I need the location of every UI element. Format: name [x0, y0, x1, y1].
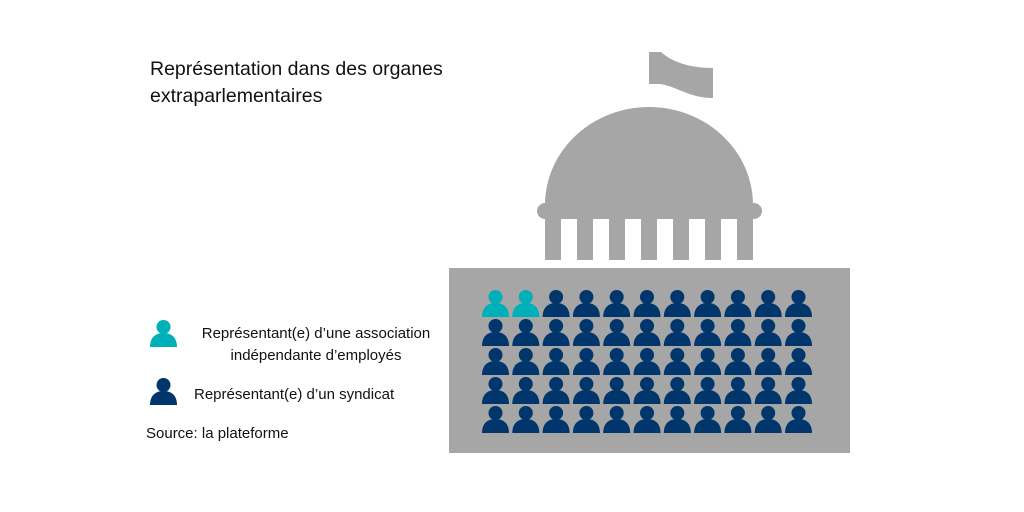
person-icon-syndicat — [482, 319, 509, 346]
person-icon-syndicat — [572, 319, 600, 346]
legend-label-syndicat: Représentant(e) d’un syndicat — [194, 386, 395, 403]
columns — [545, 219, 753, 260]
person-icon-syndicat — [754, 406, 782, 433]
person-icon-syndicat — [724, 377, 752, 404]
legend-label-line: Représentant(e) d’une association — [201, 325, 431, 342]
person-icon-syndicat — [754, 348, 782, 375]
legend-person-icon-syndicat — [150, 378, 177, 405]
person-icon-syndicat — [633, 406, 661, 433]
person-icon-syndicat — [633, 319, 661, 346]
person-icon-association — [482, 290, 509, 317]
person-icon-syndicat — [785, 319, 812, 346]
source-note: Source: la plateforme — [146, 425, 289, 442]
column — [545, 219, 561, 260]
person-icon-syndicat — [724, 319, 752, 346]
person-icon-syndicat — [603, 406, 631, 433]
legend-label-association: Représentant(e) d’une association indépe… — [190, 323, 442, 367]
person-icon-syndicat — [754, 290, 782, 317]
person-icon-syndicat — [633, 377, 661, 404]
person-icon-syndicat — [694, 377, 722, 404]
person-icon-syndicat — [512, 348, 540, 375]
person-icon-syndicat — [603, 319, 631, 346]
column — [673, 219, 689, 260]
person-icon-syndicat — [724, 406, 752, 433]
person-icon-syndicat — [694, 319, 722, 346]
chart-title: Représentation dans des organes extrapar… — [150, 58, 443, 107]
person-icon-syndicat — [512, 377, 540, 404]
person-icon-syndicat — [542, 377, 570, 404]
person-icon-syndicat — [633, 348, 661, 375]
column — [705, 219, 721, 260]
person-icon-syndicat — [482, 406, 509, 433]
column — [641, 219, 657, 260]
person-icon-syndicat — [694, 406, 722, 433]
person-icon-syndicat — [482, 377, 509, 404]
column — [609, 219, 625, 260]
person-icon-syndicat — [572, 377, 600, 404]
person-icon-syndicat — [785, 377, 812, 404]
person-icon-syndicat — [663, 290, 691, 317]
pictogram-grid — [482, 290, 812, 433]
person-icon-syndicat — [603, 348, 631, 375]
person-icon-syndicat — [754, 319, 782, 346]
person-icon-syndicat — [572, 406, 600, 433]
person-icon-syndicat — [542, 290, 570, 317]
person-icon-syndicat — [663, 319, 691, 346]
flag-icon — [649, 52, 713, 98]
person-icon-syndicat — [572, 290, 600, 317]
legend-person-icon-association — [150, 320, 177, 347]
dome — [545, 107, 753, 205]
person-icon-syndicat — [754, 377, 782, 404]
person-icon-syndicat — [785, 406, 812, 433]
person-icon-syndicat — [785, 290, 812, 317]
person-icon-syndicat — [512, 406, 540, 433]
person-icon-syndicat — [542, 319, 570, 346]
person-icon-syndicat — [694, 290, 722, 317]
column — [737, 219, 753, 260]
person-icon-syndicat — [724, 290, 752, 317]
person-icon-syndicat — [633, 290, 661, 317]
person-icon-syndicat — [663, 377, 691, 404]
person-icon-syndicat — [603, 377, 631, 404]
dome-base — [537, 203, 762, 219]
person-icon-syndicat — [694, 348, 722, 375]
person-icon-syndicat — [785, 348, 812, 375]
person-icon-syndicat — [482, 348, 509, 375]
person-icon-syndicat — [512, 319, 540, 346]
legend-label-line: indépendante d’employés — [230, 347, 402, 364]
person-icon-syndicat — [663, 406, 691, 433]
person-icon-syndicat — [663, 348, 691, 375]
column — [577, 219, 593, 260]
person-icon-syndicat — [542, 348, 570, 375]
person-icon-syndicat — [724, 348, 752, 375]
person-icon-syndicat — [603, 290, 631, 317]
person-icon-association — [512, 290, 540, 317]
person-icon-syndicat — [542, 406, 570, 433]
person-icon-syndicat — [572, 348, 600, 375]
